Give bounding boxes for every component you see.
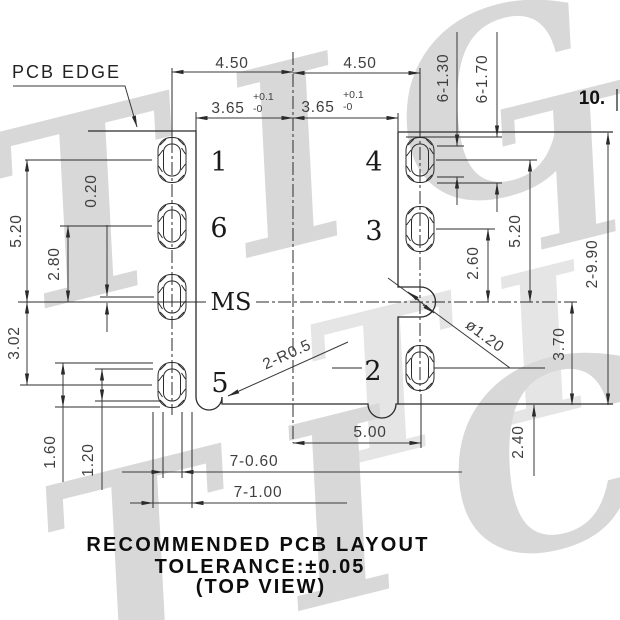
- dim-slot-w-inner: 7-0.60: [230, 453, 279, 470]
- dim-offset-ms: 0.20: [83, 174, 100, 207]
- tol-plus-right: +0.1: [343, 89, 364, 101]
- dim-overall-height: 2-9.90: [584, 240, 601, 289]
- dim-span-left: 5.20: [8, 214, 25, 247]
- pad-3-label: 3: [365, 216, 382, 247]
- tol-plus-left: +0.1: [253, 91, 274, 103]
- labels: PCB EDGE 10. 1 6 MS 5 4 3 2: [12, 62, 605, 399]
- pcb-edge-leader: [13, 85, 138, 128]
- dim-below-right: 2.40: [510, 425, 527, 458]
- caption: RECOMMENDED PCB LAYOUT TOLERANCE:±0.05 (…: [86, 534, 429, 598]
- pcb-edge-label: PCB EDGE: [12, 62, 121, 82]
- dim-edge-left: 3.65: [211, 100, 244, 117]
- dimension-lines: [24, 32, 618, 506]
- dim-slot-w-outer: 7-1.00: [234, 484, 283, 501]
- caption-line3: (TOP VIEW): [196, 576, 326, 598]
- tol-minus-left: -0: [253, 103, 262, 115]
- tol-minus-right: -0: [343, 101, 352, 113]
- dim-pad-h-outer: 1.60: [42, 435, 59, 468]
- corner-width-label: 10.: [579, 88, 605, 109]
- pad-2-label: 2: [364, 356, 381, 387]
- dim-pad-h-inner: 1.20: [80, 443, 97, 476]
- dim-pad-h-right: 6-1.70: [474, 55, 491, 104]
- dim-span-right: 5.20: [507, 214, 524, 247]
- extension-lines: [20, 136, 545, 508]
- dim-hole-h-right: 6-1.30: [435, 54, 452, 103]
- pad-5-label: 5: [211, 368, 228, 399]
- dim-lower-left: 3.02: [6, 326, 23, 359]
- dim-lower-right: 3.70: [551, 327, 568, 360]
- dim-mid-right: 2.60: [465, 246, 482, 279]
- pad-ms-label: MS: [210, 288, 251, 316]
- dim-edge-right: 3.65: [301, 99, 334, 116]
- dim-mid-left: 2.80: [46, 247, 63, 280]
- dim-pitch-left: 4.50: [215, 55, 248, 72]
- pad-4-label: 4: [365, 147, 382, 178]
- radius-leader: [227, 341, 349, 397]
- dim-pitch-right: 4.50: [343, 55, 376, 72]
- pad-1-label: 1: [210, 147, 227, 178]
- leader-lines: [13, 85, 511, 397]
- caption-line1: RECOMMENDED PCB LAYOUT: [86, 534, 429, 556]
- caption-line2: TOLERANCE:±0.05: [155, 556, 366, 578]
- pad-6-label: 6: [210, 213, 227, 244]
- dim-notch-x: 5.00: [353, 424, 386, 441]
